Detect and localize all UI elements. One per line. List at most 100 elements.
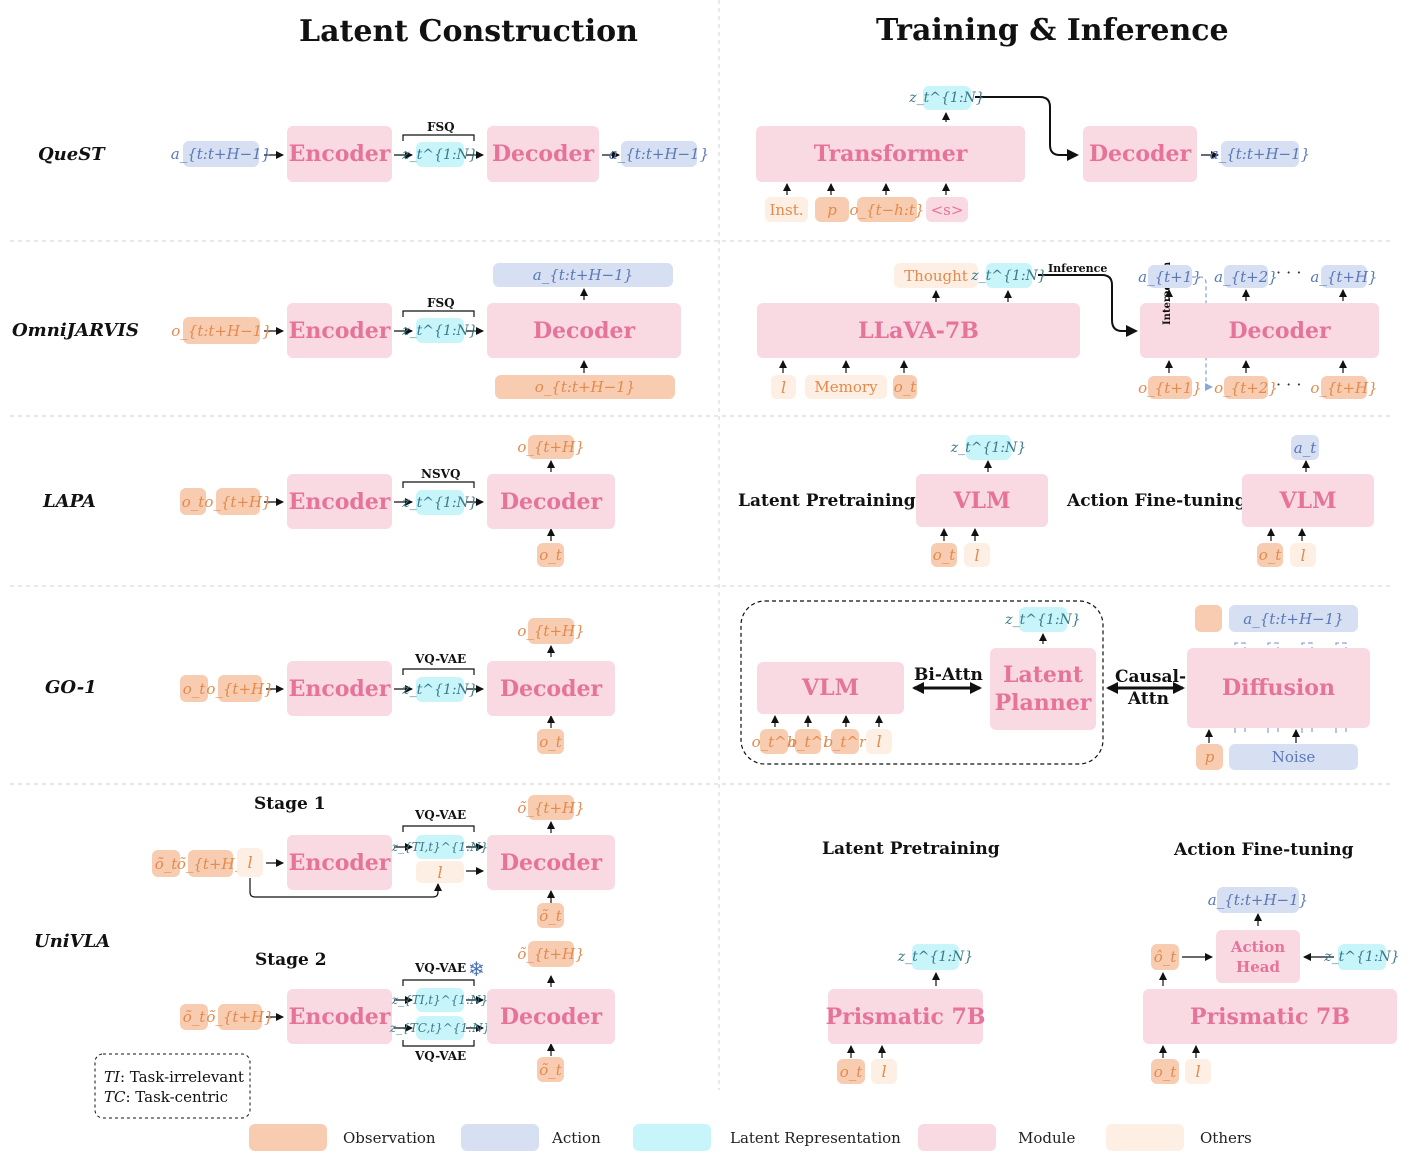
omnijarvis-ti-decoder: Decoder xyxy=(1140,303,1379,358)
row-label-omnijarvis: OmniJARVIS xyxy=(12,320,139,341)
univla-s1-input-oth: õ_{t+H} xyxy=(177,850,244,877)
lapa-vlm2-input-ot: o_t xyxy=(1257,543,1283,567)
note-tc-text: : Task-centric xyxy=(125,1088,229,1106)
univla-s2-decoder: Decoder xyxy=(487,989,615,1044)
legend-label-module: Module xyxy=(1018,1129,1076,1147)
univla-s2-quantizer-bottom-label: VQ-VAE xyxy=(415,1049,467,1063)
go1-diffusion-input-p: p xyxy=(1196,744,1223,770)
go1-latent: z_t^{1:N} xyxy=(402,677,478,702)
univla-prismatic-pretrain: Prismatic 7B xyxy=(826,989,985,1044)
go1-diffusion: Diffusion xyxy=(1187,648,1370,728)
omnijarvis-encoder: Encoder xyxy=(287,303,392,358)
univla-s1-latent: z_{TI,t}^{1:N} xyxy=(392,835,488,859)
omnijarvis-decoder: Decoder xyxy=(487,303,681,358)
univla-s2-decoder-top: õ_{t+H} xyxy=(517,941,585,967)
legend-swatch-others xyxy=(1106,1124,1184,1151)
legend-swatch-module xyxy=(918,1124,996,1151)
lapa-decoder-bottom: o_t xyxy=(537,543,564,567)
univla-stage1-label: Stage 1 xyxy=(254,794,326,814)
omnijarvis-input-l: l xyxy=(771,375,796,399)
lapa-latent: z_t^{1:N} xyxy=(402,490,478,515)
go1-planner-output-latent: z_t^{1:N} xyxy=(1005,607,1081,632)
omnijarvis-quantizer-label: FSQ xyxy=(427,296,455,310)
quest-transformer: Transformer xyxy=(756,126,1025,182)
quest-decoder: Decoder xyxy=(487,126,599,182)
legend-label-others: Others xyxy=(1200,1129,1252,1147)
univla-s1-input-l: l xyxy=(237,848,263,877)
univla-note-tc: TC: Task-centric xyxy=(104,1088,228,1106)
lapa-vlm2-output-action: a_t xyxy=(1291,435,1319,460)
lapa-vlm-finetune: VLM xyxy=(1242,474,1374,527)
legend-swatch-action xyxy=(461,1124,539,1151)
quest-input-p: p xyxy=(815,197,849,222)
univla-s2-encoder: Encoder xyxy=(287,989,392,1044)
omnijarvis-dec-obs-1: o_{t+1} xyxy=(1138,376,1202,399)
action-head-line2: Head xyxy=(1236,957,1280,976)
omnijarvis-obs-ellipsis: · · · xyxy=(1276,375,1302,394)
row-label-go1: GO-1 xyxy=(45,677,97,698)
quest-ti-decoder: Decoder xyxy=(1083,126,1197,182)
omnijarvis-dec-action-2: a_{t+2} xyxy=(1214,265,1278,288)
lapa-pretrain-label: Latent Pretraining xyxy=(738,491,916,511)
row-label-quest: QueST xyxy=(38,144,105,165)
omnijarvis-ti-latent: z_t^{1:N} xyxy=(971,263,1047,288)
univla-ah-input-latent: z_t^{1:N} xyxy=(1324,944,1400,970)
lapa-vlm2-input-l: l xyxy=(1290,543,1316,567)
omnijarvis-latent: z_t^{1:N} xyxy=(402,318,478,343)
quest-input-inst: Inst. xyxy=(765,197,808,222)
univla-action-head: Action Head xyxy=(1216,930,1300,983)
go1-vlm-input-oth: o_t^h xyxy=(752,729,796,754)
go1-vlm-input-otr: o_t^r xyxy=(824,729,866,754)
quest-input-start-token: <s> xyxy=(926,197,968,222)
lapa-vlm1-output-latent: z_t^{1:N} xyxy=(951,435,1026,460)
lapa-decoder-top: o_{t+H} xyxy=(517,435,585,459)
univla-ah-input-obs-pred: ô_t xyxy=(1151,944,1179,970)
go1-quantizer-label: VQ-VAE xyxy=(415,652,467,666)
go1-decoder-top: o_{t+H} xyxy=(517,618,585,644)
lapa-vlm-pretrain: VLM xyxy=(916,474,1048,527)
quest-encoder: Encoder xyxy=(287,126,392,182)
go1-decoder-bottom: o_t xyxy=(537,729,564,754)
univla-s1-input-ot: õ_t xyxy=(152,850,180,877)
omnijarvis-dec-action-1: a_{t+1} xyxy=(1138,265,1202,288)
go1-vlm-input-l: l xyxy=(866,729,892,754)
omnijarvis-input-ot: o_t xyxy=(893,375,917,399)
go1-input-oth: o_{t+H} xyxy=(206,675,274,702)
lapa-vlm1-input-l: l xyxy=(964,543,990,567)
legend-label-observation: Observation xyxy=(343,1129,436,1147)
legend-swatch-latent xyxy=(633,1124,711,1151)
univla-s1-latent-l: l xyxy=(416,861,464,883)
go1-encoder: Encoder xyxy=(287,661,392,716)
univla-s2-quantizer-top-label: VQ-VAE xyxy=(415,961,467,975)
omnijarvis-input-obs: o_{t:t+H−1} xyxy=(171,317,272,344)
quest-ti-latent: z_t^{1:N} xyxy=(909,86,985,110)
legend-label-action: Action xyxy=(552,1129,601,1147)
univla-pretrain-label: Latent Pretraining xyxy=(822,839,1000,859)
lapa-encoder: Encoder xyxy=(287,474,392,529)
univla-prismatic-finetune: Prismatic 7B xyxy=(1143,989,1397,1044)
omnijarvis-dec-obs-h: o_{t+H} xyxy=(1310,376,1378,399)
omnijarvis-thought: Thought xyxy=(894,263,978,288)
row-label-lapa: LAPA xyxy=(43,491,96,512)
lapa-input-ot: o_t xyxy=(180,488,206,515)
quest-latent: z_t^{1:N} xyxy=(402,142,478,167)
univla-s1-decoder-top: õ_{t+H} xyxy=(517,795,585,820)
univla-action-head-output: a_{t:t+H−1} xyxy=(1208,887,1308,913)
univla-note-ti: TI: Task-irrelevant xyxy=(104,1068,244,1086)
quest-quantizer-label: FSQ xyxy=(427,120,455,134)
go1-bi-attn-label: Bi-Attn xyxy=(914,665,983,685)
header-latent-construction: Latent Construction xyxy=(299,14,638,49)
univla-p1-input-l: l xyxy=(871,1059,897,1084)
go1-causal-line1: Causal- xyxy=(1115,667,1187,687)
univla-p2-input-ot: o_t xyxy=(1151,1059,1179,1084)
quest-input-action: a_{t:t+H−1} xyxy=(171,141,271,167)
quest-output-action: a_{t:t+H−1} xyxy=(609,141,709,167)
univla-stage2-label: Stage 2 xyxy=(255,950,327,970)
quest-input-obs-history: o_{t−h:t} xyxy=(850,197,924,222)
univla-finetune-label: Action Fine-tuning xyxy=(1174,840,1354,860)
note-ti-key: TI xyxy=(104,1068,120,1086)
go1-vlm-input-otl: o_t^l xyxy=(788,729,828,754)
omnijarvis-llava: LLaVA-7B xyxy=(757,303,1080,358)
univla-p2-input-l: l xyxy=(1185,1059,1211,1084)
